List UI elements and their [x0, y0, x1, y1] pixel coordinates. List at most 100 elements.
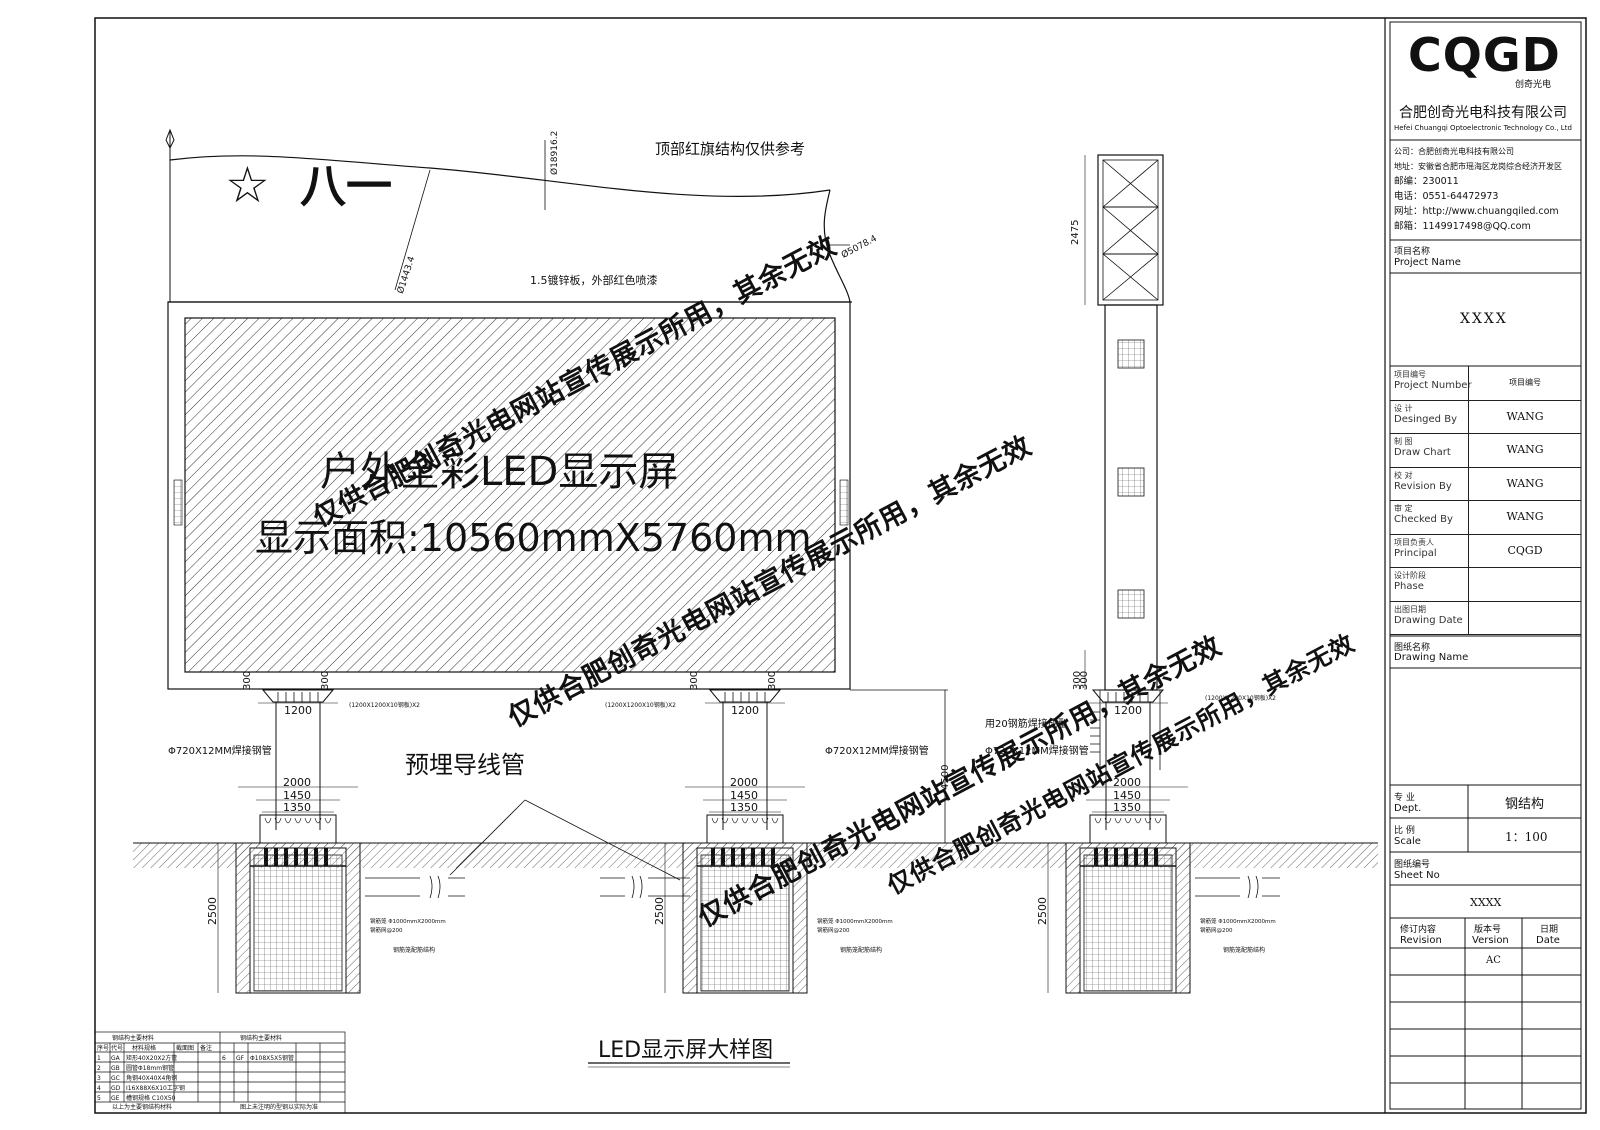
- pipe-label-middle: Φ720X12MM焊接钢管: [825, 746, 929, 757]
- company-info-line-3: 电话：0551-64472973: [1394, 191, 1499, 202]
- title-row-label-en: Drawing Date: [1394, 614, 1463, 626]
- legend-cell-no: 4: [97, 1085, 101, 1092]
- sheet-label-cn: 图纸编号: [1394, 860, 1431, 870]
- scale-label-cn: 比 例: [1394, 826, 1415, 836]
- date-header-cn: 日期: [1540, 925, 1559, 935]
- dim-1350: 1350: [730, 801, 758, 814]
- dim-1350: 1350: [283, 801, 311, 814]
- title-row-label-en: Draw Chart: [1394, 447, 1451, 458]
- legend-cell-spec: I16X88X6X10工字钢: [126, 1085, 185, 1092]
- rebar-caption: 钢筋笼配筋结构: [840, 947, 883, 954]
- company-info-line-5: 邮箱：1149917498@QQ.com: [1394, 221, 1531, 232]
- version-value: AC: [1486, 955, 1501, 966]
- title-row-label-en: Desinged By: [1394, 413, 1457, 425]
- legend-footer-right: 图上未注明的型钢以实际为准: [240, 1104, 319, 1111]
- title-row-value: CQGD: [1468, 533, 1581, 567]
- legend-cell-no: 3: [97, 1075, 101, 1082]
- screen-title: 户外全彩LED显示屏: [320, 449, 679, 495]
- company-name-en: Hefei Chuangqi Optoelectronic Technology…: [1394, 124, 1572, 132]
- dim-2500: 2500: [653, 897, 666, 925]
- dept-label-cn: 专 业: [1394, 793, 1415, 803]
- legend-cell-spec: 槽钢规格 C10X50: [126, 1095, 176, 1102]
- title-row-label-en: Checked By: [1394, 514, 1453, 525]
- rebar-grid-note: 钢筋网@200: [1200, 928, 1233, 934]
- legend-header: 截面图: [176, 1045, 195, 1052]
- plate-note: 1.5镀锌板，外部红色喷漆: [530, 274, 658, 287]
- dim-2000: 2000: [1113, 776, 1141, 789]
- legend-cell-code: GA: [111, 1055, 120, 1062]
- plate-label-3: (1200X1200X10钢板)X2: [1205, 695, 1277, 702]
- rebar-note: 用20钢筋焊接成型: [985, 719, 1068, 730]
- plate-label-1: (1200X1200X10钢板)X2: [349, 702, 421, 709]
- logo-subtitle: 创奇光电: [1515, 80, 1552, 90]
- legend-footer-left: 以上为主要钢结构材料: [112, 1104, 173, 1111]
- dim-1200: 1200: [1114, 704, 1142, 717]
- company-name-cn: 合肥创奇光电科技有限公司: [1399, 105, 1567, 121]
- title-row-label-en: Phase: [1394, 581, 1424, 592]
- legend-header: 序号: [97, 1045, 110, 1052]
- revision-header-cn: 修订内容: [1400, 925, 1437, 935]
- title-row-label-en: Principal: [1394, 547, 1437, 559]
- drawing-name-label-en: Drawing Name: [1394, 652, 1469, 663]
- legend-cell-no: 1: [97, 1055, 101, 1062]
- project-name-label-cn: 项目名称: [1394, 247, 1431, 257]
- drawing-name-label-cn: 图纸名称: [1394, 643, 1431, 653]
- screen-area: 显示面积:10560mmX5760mm: [255, 516, 812, 560]
- title-row-label-cn: 审 定: [1394, 504, 1413, 513]
- rebar-grid-note: 钢筋网@200: [817, 928, 850, 934]
- legend-header: 代号: [111, 1045, 124, 1052]
- dim-300-left: 300: [242, 670, 253, 690]
- sheet-label-en: Sheet No: [1394, 870, 1440, 881]
- scale-label-en: Scale: [1394, 836, 1421, 847]
- dim-1450: 1450: [730, 789, 758, 802]
- pipe-label-left: Φ720X12MM焊接钢管: [168, 746, 272, 757]
- legend-cell-code: GD: [111, 1085, 121, 1092]
- dim-2475: 2475: [1070, 219, 1081, 245]
- radius-label-1: Ø18916.2: [550, 130, 560, 175]
- version-header-cn: 版本号: [1474, 925, 1502, 935]
- rebar-caption: 钢筋笼配筋结构: [393, 947, 436, 954]
- legend-cell-code: GE: [111, 1095, 120, 1102]
- title-row-value: 项目编号: [1468, 366, 1581, 400]
- title-row-label-cn: 设 计: [1394, 403, 1413, 413]
- date-header-en: Date: [1536, 935, 1560, 946]
- dim-1200: 1200: [284, 704, 312, 717]
- logo-text: CQGD: [1408, 28, 1561, 82]
- title-row-label-cn: 设计阶段: [1394, 571, 1426, 580]
- outer-frame: [94, 17, 1587, 1114]
- title-block-frame: [1389, 21, 1582, 1110]
- legend-cell-spec: Φ108X5X5钢管: [250, 1055, 295, 1062]
- dept-value: 钢结构: [1505, 797, 1545, 812]
- flag-structure: [165, 128, 851, 303]
- pipe-label-right: Φ720X12MM焊接钢管: [985, 746, 1089, 757]
- dim-2000: 2000: [283, 776, 311, 789]
- company-info-line-1: 地址：安徽省合肥市瑶海区龙岗综合经济开发区: [1394, 162, 1562, 171]
- legend-cell-no: 6: [222, 1055, 226, 1062]
- drawing-caption: LED显示屏大样图: [598, 1038, 774, 1063]
- revision-header-en: Revision: [1400, 935, 1442, 946]
- title-row-value: [1468, 567, 1581, 601]
- scale-value: 1：100: [1505, 830, 1548, 844]
- sheet-value: XXXX: [1470, 896, 1502, 909]
- legend-cell-spec: 圆管Φ18mm钢管: [126, 1065, 175, 1072]
- dim-1450: 1450: [283, 789, 311, 802]
- dim-300-right: 300: [320, 670, 331, 690]
- dim-300-right: 300: [767, 670, 778, 690]
- ground: [133, 843, 1378, 868]
